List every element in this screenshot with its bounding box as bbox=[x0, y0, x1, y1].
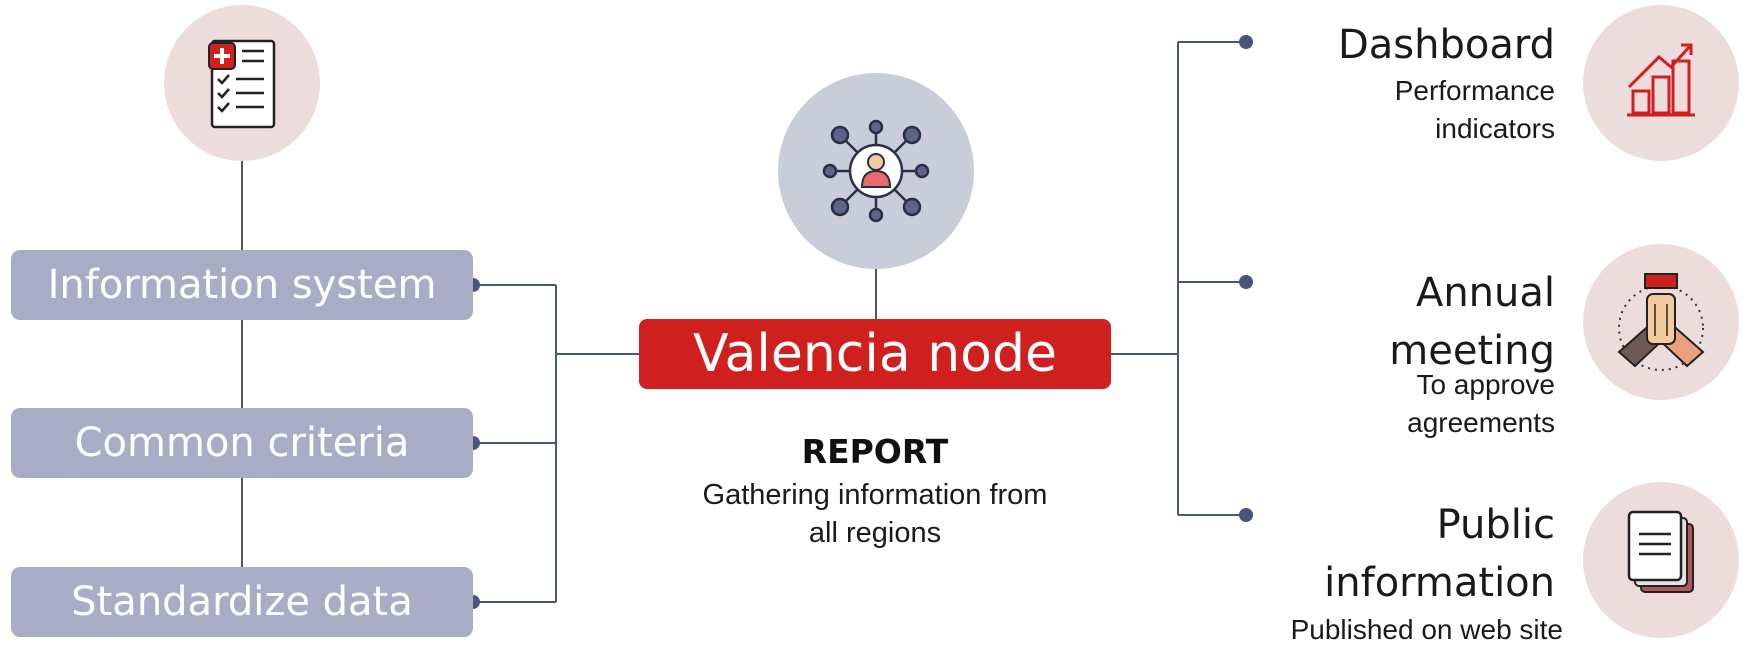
description-line: Published on web site bbox=[1290, 614, 1563, 645]
description-line: agreements bbox=[1407, 407, 1555, 438]
report-line: Gathering information from bbox=[702, 479, 1048, 511]
center-icon-circle bbox=[778, 73, 974, 269]
title-line: Public bbox=[1436, 502, 1555, 548]
description-line: indicators bbox=[1435, 113, 1555, 144]
medical-checklist-icon bbox=[208, 39, 276, 129]
box-label: Standardize data bbox=[71, 579, 413, 625]
growth-chart-icon bbox=[1627, 43, 1695, 117]
documents-icon bbox=[1627, 510, 1694, 593]
box-label: Information system bbox=[47, 262, 437, 308]
title-line: meeting bbox=[1389, 328, 1555, 374]
dashboard-icon-circle bbox=[1583, 5, 1739, 161]
dashboard-description: Performance indicators bbox=[1395, 72, 1555, 148]
report-description: Gathering information from all regions bbox=[640, 476, 1110, 552]
public-information-title: Public information bbox=[1324, 496, 1555, 612]
annual-meeting-title: Annual meeting bbox=[1389, 264, 1555, 380]
description-line: To approve bbox=[1416, 369, 1555, 400]
annual-meeting-icon-circle bbox=[1583, 244, 1739, 400]
public-information-description: Published on web site bbox=[1291, 611, 1563, 649]
left-icon-circle bbox=[164, 5, 320, 161]
dashboard-title: Dashboard bbox=[1337, 22, 1555, 68]
box-common-criteria: Common criteria bbox=[11, 408, 473, 478]
box-information-system: Information system bbox=[11, 250, 473, 320]
network-person-icon bbox=[822, 119, 930, 223]
node-label: Valencia node bbox=[693, 324, 1057, 384]
title-line: Annual bbox=[1415, 270, 1555, 316]
hands-together-icon bbox=[1617, 273, 1705, 371]
box-standardize-data: Standardize data bbox=[11, 567, 473, 637]
public-information-icon-circle bbox=[1583, 482, 1739, 638]
description-line: Performance bbox=[1394, 75, 1555, 106]
title-line: information bbox=[1324, 560, 1555, 606]
valencia-node: Valencia node bbox=[639, 319, 1111, 389]
box-label: Common criteria bbox=[74, 420, 410, 466]
report-title: REPORT bbox=[801, 432, 949, 471]
annual-meeting-description: To approve agreements bbox=[1407, 366, 1555, 442]
report-line: all regions bbox=[808, 517, 942, 549]
